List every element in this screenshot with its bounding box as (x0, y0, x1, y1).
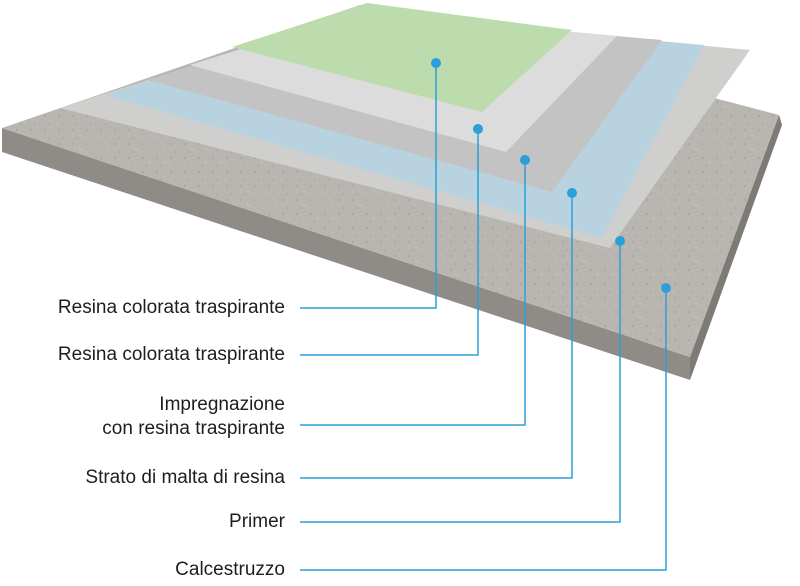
marker-dot-calcestruzzo (661, 283, 671, 293)
marker-dot-resina-1 (431, 58, 441, 68)
marker-dot-impregnazione (520, 155, 530, 165)
leader-line-calcestruzzo (300, 288, 667, 571)
label-calcestruzzo: Calcestruzzo (175, 558, 285, 582)
leader-line-resina-1 (300, 63, 437, 309)
label-impregnazione-line-2: con resina traspirante (102, 418, 285, 439)
marker-dot-resina-2 (473, 124, 483, 134)
label-impregnazione: Impregnazione con resina traspirante (102, 393, 285, 441)
leader-line-primer (300, 241, 621, 523)
leader-line-impregnazione (300, 160, 526, 426)
label-primer-text: Primer (229, 511, 285, 532)
label-resina-2: Resina colorata traspirante (58, 343, 285, 367)
leader-line-resina-2 (300, 129, 479, 356)
label-malta: Strato di malta di resina (85, 466, 285, 490)
marker-dot-primer (615, 236, 625, 246)
label-resina-2-text: Resina colorata traspirante (57, 344, 285, 365)
label-primer: Primer (229, 510, 285, 534)
concrete-front-face (2, 128, 690, 380)
label-calcestruzzo-text: Calcestruzzo (175, 559, 285, 580)
label-malta-text: Strato di malta di resina (85, 467, 285, 488)
resina-1-layer (232, 3, 572, 112)
label-resina-1-text: Resina colorata traspirante (57, 297, 285, 318)
concrete-right-face (690, 115, 782, 380)
label-impregnazione-line-1: Impregnazione (159, 394, 285, 415)
leader-line-malta (300, 193, 573, 479)
marker-dot-malta (567, 188, 577, 198)
label-resina-1: Resina colorata traspirante (58, 296, 285, 320)
